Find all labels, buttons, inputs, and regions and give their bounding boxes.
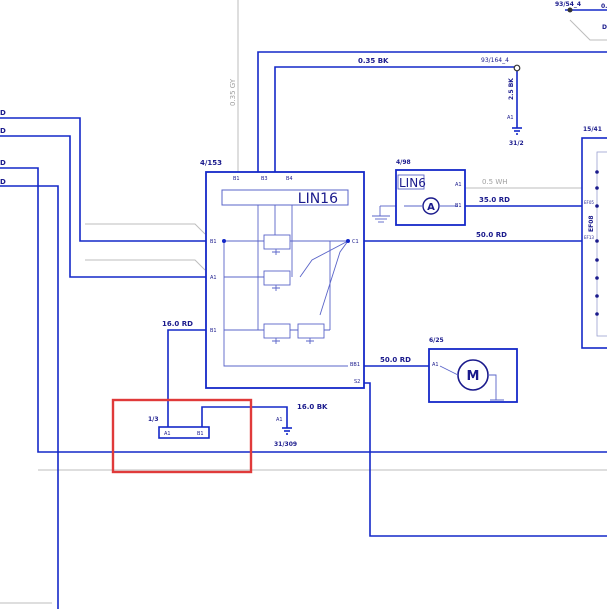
wire-label-160bk: 16.0 BK bbox=[297, 403, 328, 411]
lin16-title: LIN16 bbox=[298, 191, 338, 207]
motor-ground-wire bbox=[488, 374, 504, 401]
connector-pin-ef05: EF05 bbox=[584, 200, 594, 205]
grey-wire-left-1 bbox=[85, 223, 206, 235]
lin16-pin-top-2: B3 bbox=[261, 176, 268, 182]
wire-160rd bbox=[167, 329, 206, 428]
wire-label-05wh: 0.5 WH bbox=[482, 178, 508, 186]
wire-left-d2 bbox=[0, 135, 206, 278]
lin16-pin-top-3: B4 bbox=[286, 176, 293, 182]
lin16-pin-top-1: B1 bbox=[233, 176, 240, 182]
connector-pin-ef13: EF13 bbox=[584, 235, 594, 240]
connector-inner bbox=[596, 151, 607, 337]
wire-label-160rd: 16.0 RD bbox=[162, 320, 193, 328]
ground-pin-a1: A1 bbox=[507, 115, 514, 121]
motor-internal-wire bbox=[439, 365, 459, 376]
motor-pin: A1 bbox=[432, 362, 439, 368]
lin16-pin-left-3: B1 bbox=[210, 328, 217, 334]
wire-left-d3 bbox=[0, 167, 607, 453]
top-right-partial-2: D bbox=[602, 24, 607, 31]
connector-pin-ef08: EF08 bbox=[588, 215, 595, 232]
junction-93-164 bbox=[513, 64, 521, 72]
fuse-block-ref: 1/3 bbox=[148, 416, 159, 423]
connector-pins-dots bbox=[595, 170, 599, 316]
ground-ref-31-2: 31/2 bbox=[509, 140, 524, 147]
junction-top-right bbox=[567, 7, 573, 13]
lin16-pin-c1: C1 bbox=[352, 239, 359, 245]
lin16-node-b1 bbox=[222, 239, 226, 243]
ground-icon bbox=[282, 427, 292, 435]
wire-s2 bbox=[364, 382, 607, 537]
wire-label-500rd-motor: 50.0 RD bbox=[380, 356, 411, 364]
lin16-pin-left-1: B1 bbox=[210, 239, 217, 245]
left-label-d1: D bbox=[0, 109, 6, 117]
top-right-partial: 0. bbox=[601, 3, 607, 10]
fuse-pin-a1: A1 bbox=[164, 431, 171, 437]
fuse-pin-a1-right: A1 bbox=[276, 417, 283, 423]
wire-160bk bbox=[201, 406, 288, 428]
fuse-pin-b1: B1 bbox=[197, 431, 204, 437]
wire-035bk bbox=[274, 66, 518, 172]
grey-wire-top-right bbox=[569, 19, 607, 41]
ground-icon bbox=[372, 205, 396, 223]
wire-label-035bk: 0.35 BK bbox=[358, 57, 389, 65]
ground-icon bbox=[512, 127, 522, 135]
wire-label-035gy: 0.35 GY bbox=[229, 78, 237, 106]
connector-15-41[interactable] bbox=[581, 137, 607, 349]
lin6-title-box bbox=[397, 174, 425, 190]
lin6-title: LIN6 bbox=[399, 176, 426, 190]
motor-symbol: M bbox=[467, 369, 480, 384]
ref-93-164: 93/164_4 bbox=[481, 57, 509, 64]
lin6-ref: 4/98 bbox=[396, 159, 411, 166]
wire-top-outer bbox=[257, 51, 607, 172]
lin6-pin-a1: A1 bbox=[455, 182, 462, 188]
wire-label-350rd: 35.0 RD bbox=[479, 196, 510, 204]
wire-left-d1 bbox=[0, 117, 206, 242]
left-label-d4: D bbox=[0, 178, 6, 186]
ref-93-54: 93/54_4 bbox=[555, 1, 581, 8]
highlight-box bbox=[111, 398, 253, 474]
wire-label-500rd-top: 50.0 RD bbox=[476, 231, 507, 239]
lin16-ref: 4/153 bbox=[200, 159, 222, 167]
wire-left-d4 bbox=[0, 185, 59, 609]
lin6-pin-b1: B1 bbox=[455, 203, 462, 209]
grey-wire-left-2 bbox=[85, 259, 206, 271]
lin16-internal-circuit bbox=[223, 205, 349, 367]
lin16-pin-left-2: A1 bbox=[210, 275, 217, 281]
left-label-d3: D bbox=[0, 159, 6, 167]
lin16-pin-bb1: BB1 bbox=[350, 362, 360, 368]
fuse-block-1-3[interactable] bbox=[158, 426, 210, 439]
lin16-pin-s2: S2 bbox=[354, 379, 360, 385]
lin16-node-c1 bbox=[346, 239, 350, 243]
lin6-symbol: A bbox=[427, 202, 435, 213]
motor-ref: 6/25 bbox=[429, 337, 444, 344]
wire-label-25bk: 2.5 BK bbox=[508, 78, 515, 100]
left-label-d2: D bbox=[0, 127, 6, 135]
ground-ref-31-309: 31/309 bbox=[274, 441, 297, 448]
lin16-title-box bbox=[221, 189, 349, 206]
connector-ref: 15/41 bbox=[583, 126, 602, 133]
